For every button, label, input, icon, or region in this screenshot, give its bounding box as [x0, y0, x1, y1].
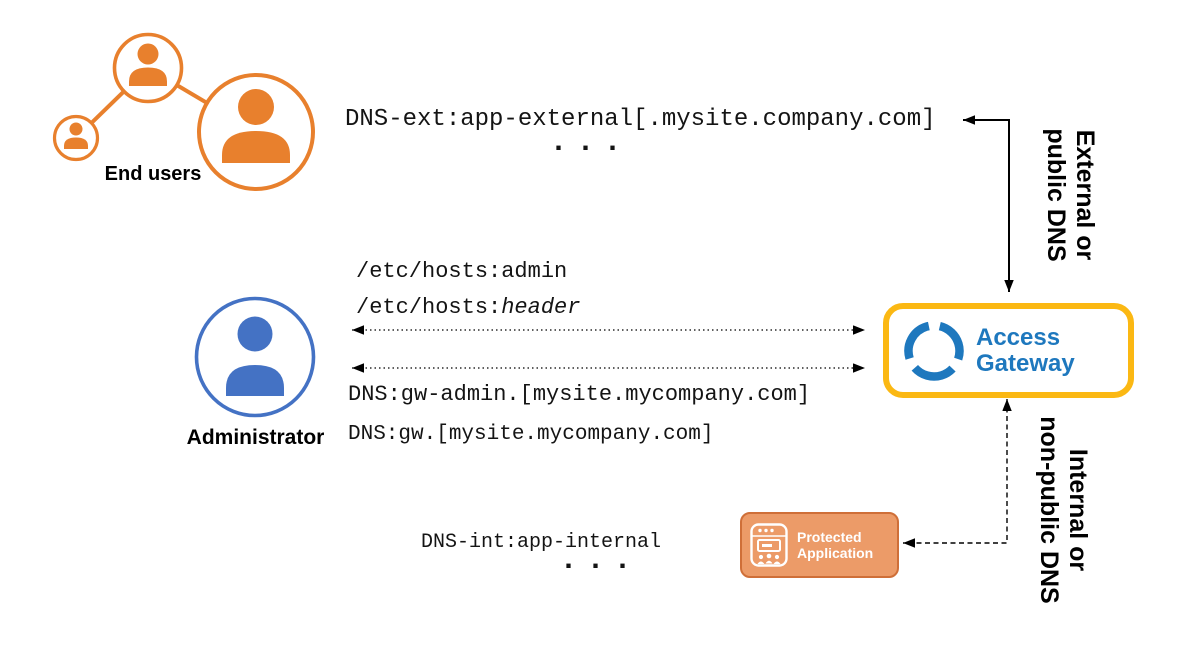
user-icon-medium: [129, 43, 167, 86]
internal-dns-label-line2: non-public DNS: [1035, 416, 1063, 604]
end-users-label: End users: [104, 163, 202, 185]
external-dns-label-line2: public DNS: [1042, 128, 1070, 262]
access-gateway-label-line2: Gateway: [976, 349, 1075, 377]
access-gateway-node: Access Gateway: [883, 303, 1134, 398]
access-gateway-label-line1: Access: [976, 323, 1061, 351]
internal-dns-label-line1: Internal or: [1064, 448, 1092, 572]
internal-dns-elbow-arrow: [903, 399, 1012, 548]
protected-application-label-line1: Protected: [797, 529, 862, 545]
etc-hosts-header-prefix: /etc/hosts:: [356, 295, 502, 320]
etc-hosts-header-annotation: /etc/hosts:header: [356, 295, 580, 320]
dns-int-annotation: DNS-int:app-internal: [421, 531, 662, 554]
dns-ext-annotation: DNS-ext:app-external[.mysite.company.com…: [345, 106, 936, 133]
etc-hosts-admin-annotation: /etc/hosts:admin: [356, 259, 568, 284]
dns-gw-admin-annotation: DNS:gw-admin.[mysite.mycompany.com]: [348, 382, 811, 407]
ellipsis-top: ...: [549, 126, 631, 160]
user-icon-small: [64, 122, 88, 149]
access-gateway-logo-icon: [904, 320, 964, 381]
protected-application-label-line2: Application: [797, 545, 874, 561]
protected-application-icon: [750, 523, 788, 567]
external-dns-elbow-arrow: [963, 115, 1014, 292]
administrator-label: Administrator: [186, 426, 325, 449]
protected-application-node: Protected Application: [740, 512, 899, 578]
internal-dns-side-label: Internal or non-public DNS: [1032, 410, 1092, 610]
user-icon-large: [222, 89, 290, 163]
dns-gw-annotation: DNS:gw.[mysite.mycompany.com]: [348, 423, 714, 446]
external-dns-side-label: External or public DNS: [1039, 115, 1099, 275]
external-dns-label-line1: External or: [1071, 129, 1099, 261]
etc-hosts-header-word: header: [501, 295, 581, 320]
ellipsis-bottom: ...: [559, 544, 641, 578]
administrator-icon: [194, 296, 316, 418]
end-users-icon: [52, 32, 315, 191]
